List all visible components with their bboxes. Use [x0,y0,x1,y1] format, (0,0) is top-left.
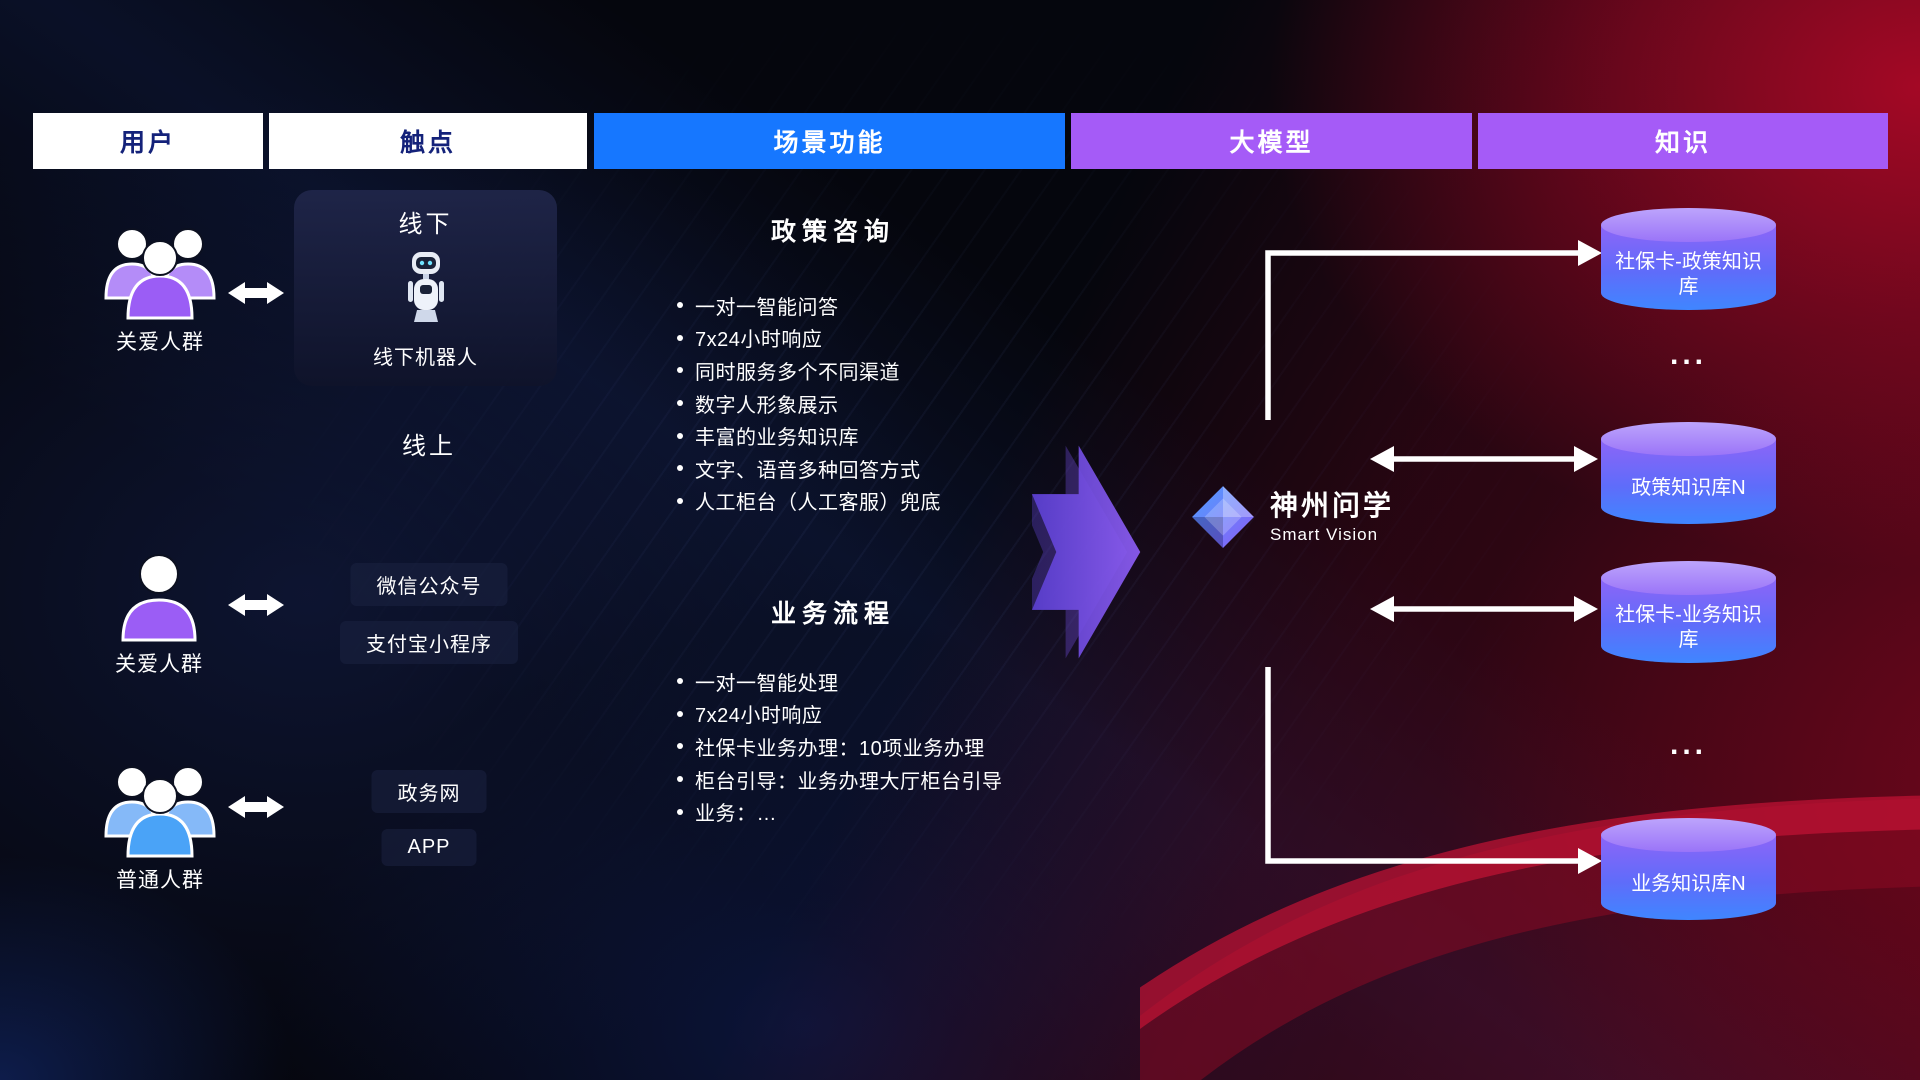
knowledge-db-policy-n: 政策知识库N [1601,422,1776,524]
knowledge-db-business-n: 业务知识库N [1601,818,1776,920]
scenario-item: 社保卡业务办理：10项业务办理 [677,730,1003,763]
scenario-item: 7x24小时响应 [677,322,941,355]
diamond-logo-icon [1192,486,1254,548]
bullet-icon [677,710,683,717]
scenario-item-text: 柜台引导：业务办理大厅柜台引导 [695,770,1003,793]
scenario-item-text: 一对一智能处理 [695,672,839,695]
bullet-icon [677,678,683,685]
flow-arrow-icon [1032,445,1141,659]
cylinder-top [1601,208,1776,242]
model-logo-text: 神州问学 Smart Vision [1270,490,1394,545]
channel-alipay-miniapp: 支付宝小程序 [340,621,518,664]
bullet-icon [677,497,683,504]
scenario-item: 文字、语音多种回答方式 [677,452,941,485]
scenario-item-text: 同时服务多个不同渠道 [695,361,900,384]
bullet-icon [677,367,683,374]
scenario-item-text: 7x24小时响应 [695,705,823,728]
header-knowledge: 知识 [1478,113,1888,169]
header-scenario-functions: 场景功能 [594,113,1065,169]
scenario-item: 柜台引导：业务办理大厅柜台引导 [677,763,1003,796]
bullet-icon [677,334,683,341]
header-users: 用户 [33,113,263,169]
user-group-label: 关爱人群 [116,331,204,354]
cylinder-top [1601,422,1776,456]
scenario-item-text: 数字人形象展示 [695,394,839,417]
model-subtitle: Smart Vision [1270,524,1379,544]
scenario-item-text: 文字、语音多种回答方式 [695,459,921,482]
scenario-item: 人工柜台（人工客服）兜底 [677,485,941,518]
person-purple-icon [121,554,197,642]
bullet-icon [677,302,683,309]
knowledge-db-ssc-business: 社保卡-业务知识库 [1601,561,1776,663]
background-red-swoosh [1140,795,1920,1080]
offline-title: 线下 [398,211,453,238]
bullet-icon [677,743,683,750]
user-group-ordinary: 普通人群 [80,752,240,894]
scenario-item-text: 人工柜台（人工客服）兜底 [695,492,941,515]
offline-touchpoint-card: 线下 线下机器人 [294,190,557,386]
user-single-label: 关爱人群 [115,653,203,676]
double-arrow-icon [228,282,284,304]
scenario-item: 同时服务多个不同渠道 [677,354,941,387]
bullet-icon [677,400,683,407]
scenario-policy-list: 一对一智能问答 7x24小时响应 同时服务多个不同渠道 数字人形象展示 丰富的业… [677,289,941,517]
scenario-item-text: 业务：… [695,803,777,826]
model-logo: 神州问学 Smart Vision [1190,484,1394,550]
scenario-section-title-policy: 政策咨询 [770,218,896,246]
model-name: 神州问学 [1270,489,1395,521]
cylinder-top [1601,561,1776,595]
user-group-label: 普通人群 [116,869,204,892]
bullet-icon [677,465,683,472]
robot-icon [407,252,444,322]
double-arrow-icon [228,796,284,818]
header-large-model: 大模型 [1071,113,1472,169]
scenario-item: 丰富的业务知识库 [677,419,941,452]
knowledge-ellipsis: ... [1669,338,1707,371]
user-group-care-1: 关爱人群 [80,214,240,356]
header-touchpoints: 触点 [269,113,587,169]
scenario-item: 7x24小时响应 [677,698,1003,731]
offline-robot-label: 线下机器人 [373,347,478,369]
scenario-section-title-business: 业务流程 [770,600,896,628]
people-group-purple-icon [104,228,216,320]
scenario-item: 业务：… [677,795,1003,828]
bullet-icon [677,808,683,815]
cylinder-top [1601,818,1776,852]
scenario-item-text: 社保卡业务办理：10项业务办理 [695,737,985,760]
bullet-icon [677,776,683,783]
people-group-blue-icon [104,766,216,858]
channel-gov-portal: 政务网 [371,770,487,813]
scenario-business-list: 一对一智能处理 7x24小时响应 社保卡业务办理：10项业务办理 柜台引导：业务… [677,665,1003,828]
bullet-icon [677,432,683,439]
scenario-item-text: 丰富的业务知识库 [695,427,859,450]
scenario-item: 一对一智能问答 [677,289,941,322]
swoosh-band-dark [1140,798,1920,1080]
knowledge-ellipsis: ... [1669,728,1707,761]
scenario-item-text: 一对一智能问答 [695,296,839,319]
user-single-care: 关爱人群 [104,548,214,678]
double-arrow-icon [228,594,284,616]
knowledge-db-ssc-policy: 社保卡-政策知识库 [1601,208,1776,310]
online-title: 线上 [402,433,456,460]
scenario-item-text: 7x24小时响应 [695,329,823,352]
channel-app: APP [381,829,477,866]
channel-wechat: 微信公众号 [350,563,508,606]
scenario-item: 数字人形象展示 [677,387,941,420]
scenario-item: 一对一智能处理 [677,665,1003,698]
